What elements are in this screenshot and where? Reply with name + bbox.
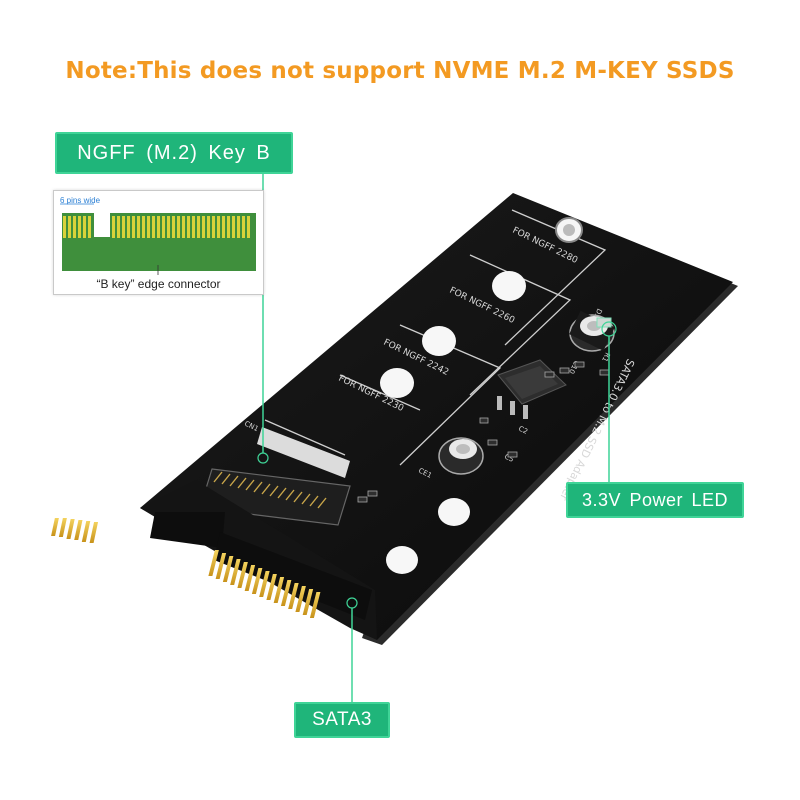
pcb-board (140, 193, 733, 640)
mounting-holes (380, 217, 583, 574)
note-heading: Note:This does not support NVME M.2 M-KE… (65, 58, 735, 84)
ssd-position-outlines (264, 209, 607, 466)
b-key-caption: “B key” edge connector (96, 277, 221, 291)
ref-r1: R1 (600, 351, 611, 363)
ref-c5: C5 (503, 453, 515, 464)
power-led-label: 3.3V Power LED (566, 482, 744, 518)
sata-connector (51, 480, 377, 640)
b-key-connector-diagram (60, 203, 256, 275)
smd-components (357, 361, 610, 503)
capacitor-bottom (438, 437, 484, 475)
b-key-connector-inset: 6 pins wide “B key” edge connecto (53, 190, 264, 295)
pins-width-note: 6 pins wide (60, 196, 101, 205)
ngff-key-b-label: NGFF (M.2) Key B (55, 132, 293, 174)
ref-d1: D1 (592, 307, 604, 319)
sata3-label: SATA3 (294, 702, 390, 738)
ref-c2: C2 (517, 425, 529, 436)
